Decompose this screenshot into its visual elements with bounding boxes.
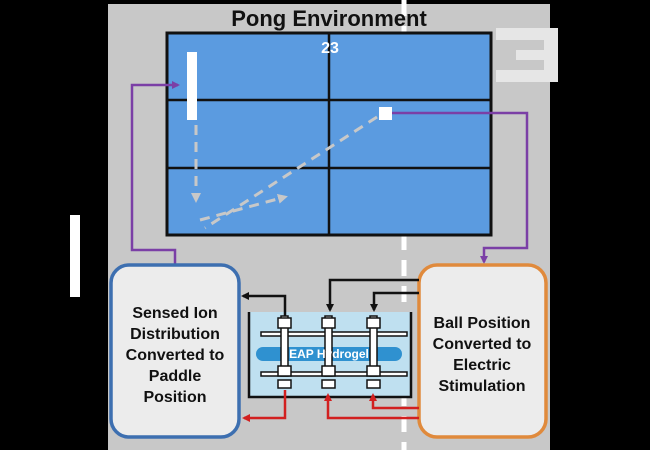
ball-trajectory <box>191 115 378 230</box>
diagram-title: Pong Environment <box>231 6 427 31</box>
ball-position-arrow <box>392 111 529 264</box>
stimulation-label: Ball Position Converted to Electric Stim… <box>432 315 532 395</box>
pong-screen <box>165 31 493 237</box>
eap-hydrogel-label: EAP Hydrogel <box>289 347 369 361</box>
screen-ball <box>379 107 392 120</box>
score-counter: 23 <box>321 40 339 57</box>
score-digit-right <box>496 28 558 82</box>
left-paddle <box>70 215 80 297</box>
sensing-input-arrows <box>242 390 419 422</box>
ion-sensing-label: Sensed Ion Distribution Converted to Pad… <box>125 304 225 406</box>
stimulation-output-arrows <box>241 278 419 316</box>
ion-sensing-box <box>109 263 241 439</box>
stimulation-box <box>417 263 548 439</box>
paddle-control-arrow <box>130 81 180 264</box>
screen-paddle <box>187 52 197 120</box>
